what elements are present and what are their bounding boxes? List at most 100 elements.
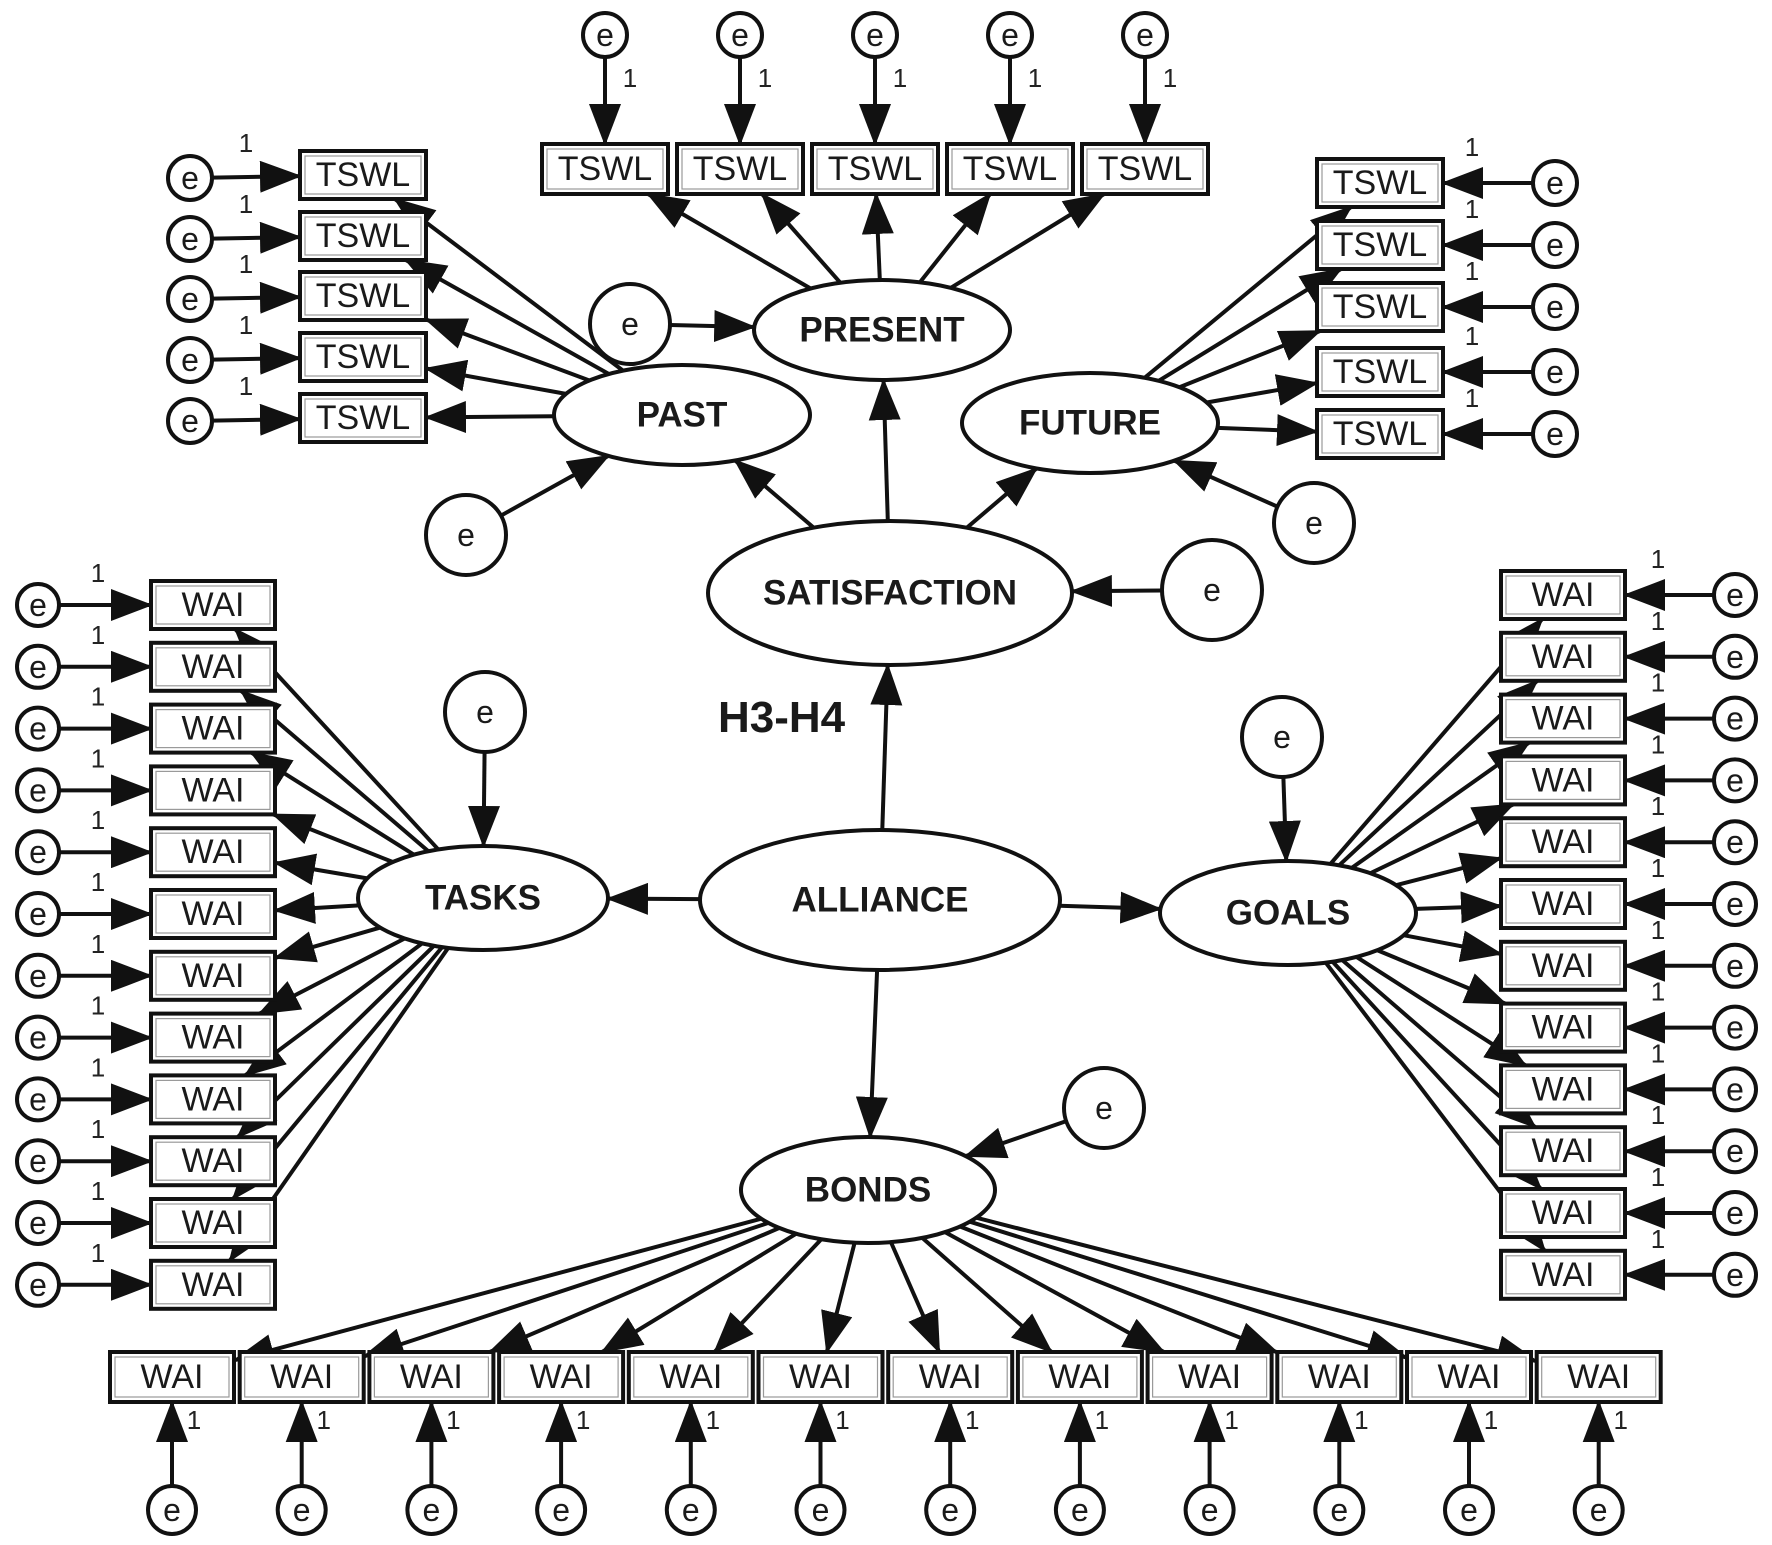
indicator-box [1315,157,1445,209]
indicator-inner-border [1086,148,1204,190]
indicator-box [886,1350,1015,1404]
error-circle [1183,1484,1236,1536]
latent-ellipse [1158,859,1418,967]
error-label: e [163,1492,181,1528]
indicator-label: WAI [182,1266,245,1304]
indicator-inner-border [373,1356,489,1398]
error-circle [15,891,61,937]
indicator-inner-border [1505,1131,1621,1171]
latent-ellipse [706,519,1074,667]
path-weight-label: 1 [965,1405,979,1435]
indicator-inner-border [633,1356,749,1398]
error-label: e [596,17,614,53]
indicator-box [675,142,805,196]
error-circle [15,1014,61,1061]
path-weight-label: 1 [91,929,105,959]
indicator-box [149,1135,277,1188]
path-weight-label: 1 [239,249,253,279]
error-circle [15,705,61,752]
indicator-label: TSWL [1098,150,1192,188]
indicator-label: TSWL [828,150,922,188]
arrow-past-to-indicator [424,317,591,383]
path-weight-label: 1 [239,189,253,219]
error-circle [1712,633,1758,680]
indicator-box [1315,219,1445,271]
error-circle [166,215,214,263]
error-circle [15,1076,61,1123]
disturbance-bonds: e [1062,1066,1146,1150]
error-circle [15,829,61,876]
indicator-box [149,888,277,940]
arrow-past-to-indicator [393,197,625,373]
arrow-bonds-to-indicator [975,1215,1539,1367]
arrow-goals-to-indicator [1415,891,1503,924]
path-weight-label: 1 [1651,977,1665,1007]
indicator-box [1405,1350,1533,1404]
path-weight-label: 1 [1354,1405,1368,1435]
indicator-inner-border [155,832,271,872]
error-circle [424,493,508,577]
indicator-box [1499,878,1627,930]
path-weight-label: 1 [1465,132,1479,162]
latent-alliance: ALLIANCE [698,828,1062,972]
indicator-inner-border [155,1265,271,1305]
arrow-satisfaction-to-present [868,377,901,522]
error-circle [588,282,672,366]
indicator-inner-border [951,148,1069,190]
indicator-label: WAI [182,710,245,748]
error-label: e [29,834,47,870]
indicator-box [1275,1350,1404,1404]
error-label: e [293,1492,311,1528]
indicator-inner-border [155,1203,271,1243]
error-label: e [1546,416,1564,452]
path-weight-label: 1 [1651,1224,1665,1254]
indicator-inner-border [1505,946,1621,986]
indicator-inner-border [1505,575,1621,615]
indicator-inner-border [1505,822,1621,862]
indicator-label: WAI [1567,1358,1630,1396]
indicator-box [149,826,277,879]
path-weight-label: 1 [91,805,105,835]
indicator-box [945,142,1075,196]
indicator-box [108,1350,236,1404]
indicator-box [149,949,277,1002]
arrow-error-to-indicator [211,221,302,254]
error-circle [1313,1484,1366,1536]
arrow-bonds-to-indicator [600,1232,798,1354]
error-label: e [29,1205,47,1241]
latent-bonds: BONDS [739,1135,997,1245]
arrow-error-to-tasks [467,751,500,849]
error-circle [405,1484,458,1536]
indicator-box [1499,816,1627,869]
arrow-goals-to-indicator [1376,948,1508,1006]
error-circle [15,1261,61,1308]
indicator-box [149,1197,277,1249]
latent-future: FUTURE [960,371,1220,475]
path-weight-label: 1 [1465,383,1479,413]
error-label: e [181,160,199,196]
path-weight-label: 1 [446,1405,460,1435]
indicator-label: WAI [1532,1070,1595,1108]
arrow-tasks-to-indicator [257,936,406,1016]
latent-label: SATISFACTION [763,574,1017,613]
latent-ellipse [698,828,1062,972]
arrow-alliance-to-satisfaction [870,662,903,831]
indicator-label: WAI [182,1019,245,1057]
error-circle [166,397,214,445]
indicator-inner-border [304,216,422,256]
path-weight-label: 1 [91,743,105,773]
indicator-inner-border [155,585,271,625]
error-label: e [1726,1071,1744,1107]
error-label: e [1546,354,1564,390]
latent-ellipse [960,371,1220,475]
